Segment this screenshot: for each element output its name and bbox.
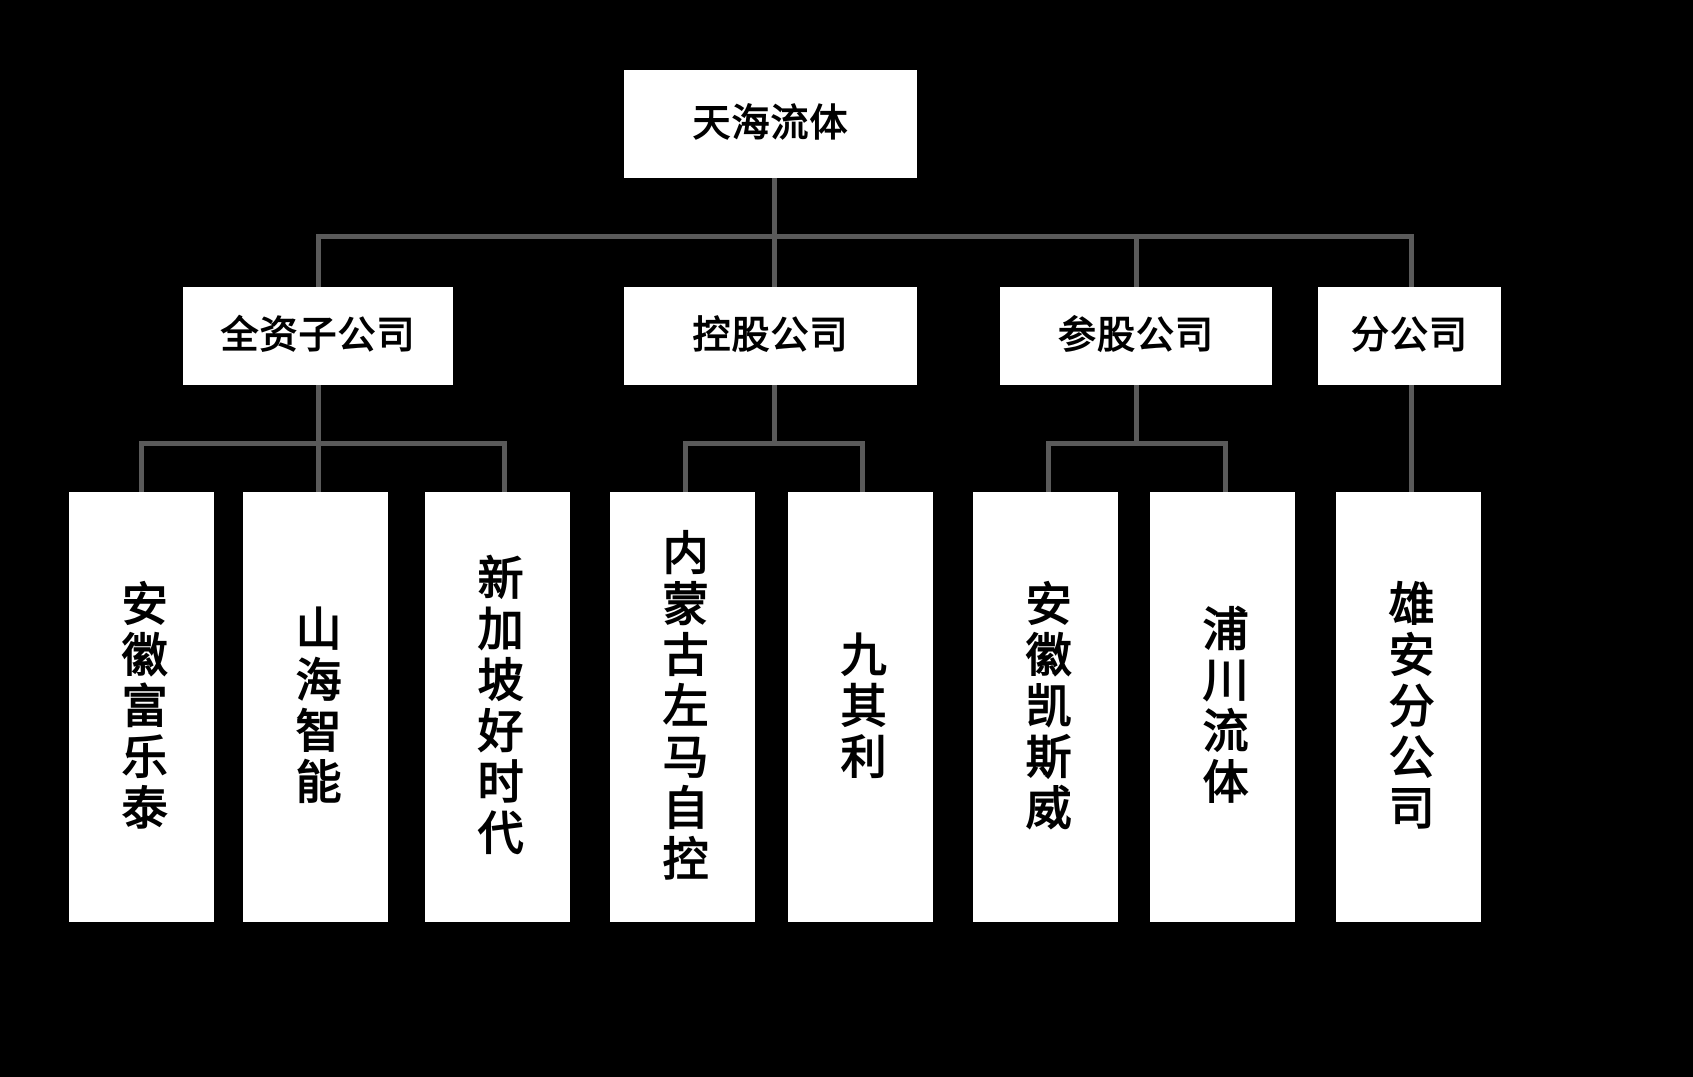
node-leaf-anhui-kaisiwei[interactable]: 安徽凯斯威 — [973, 492, 1118, 922]
connector-drop-leaf-1 — [139, 441, 144, 493]
node-leaf-jiuqili[interactable]: 九其利 — [788, 492, 933, 922]
connector-drop-category-1 — [316, 234, 321, 288]
connector-drop-leaf-5 — [860, 441, 865, 493]
connector-stem-category-4 — [1409, 385, 1414, 493]
node-leaf-shanhai-zhineng[interactable]: 山海智能 — [243, 492, 388, 922]
connector-stem-category-2 — [772, 385, 777, 443]
connector-stem-category-1 — [316, 385, 321, 443]
node-category-branch[interactable]: 分公司 — [1318, 287, 1501, 385]
connector-stem-category-3 — [1134, 385, 1139, 443]
connector-bus-category-3 — [1046, 441, 1228, 446]
node-leaf-label: 安徽富乐泰 — [114, 579, 169, 835]
node-leaf-label: 雄安分公司 — [1381, 579, 1436, 835]
node-leaf-label: 内蒙古左马自控 — [655, 528, 710, 886]
node-root-label: 天海流体 — [692, 101, 849, 146]
node-category-holding[interactable]: 控股公司 — [624, 287, 917, 385]
connector-root-stem — [772, 178, 777, 236]
node-category-equity-participation[interactable]: 参股公司 — [1000, 287, 1272, 385]
node-leaf-label: 浦川流体 — [1195, 605, 1250, 809]
connector-drop-leaf-3 — [502, 441, 507, 493]
node-leaf-puchuan-liuti[interactable]: 浦川流体 — [1150, 492, 1295, 922]
connector-drop-leaf-2 — [316, 441, 321, 493]
node-leaf-label: 山海智能 — [288, 605, 343, 809]
node-leaf-label: 九其利 — [833, 630, 888, 784]
connector-drop-leaf-4 — [683, 441, 688, 493]
connector-drop-category-2 — [772, 234, 777, 288]
connector-root-bus — [316, 234, 1412, 239]
node-leaf-xiongan-branch[interactable]: 雄安分公司 — [1336, 492, 1481, 922]
connector-drop-category-3 — [1134, 234, 1139, 288]
connector-drop-leaf-7 — [1223, 441, 1228, 493]
node-leaf-label: 安徽凯斯威 — [1018, 579, 1073, 835]
connector-bus-category-1 — [139, 441, 507, 446]
node-category-label: 控股公司 — [692, 313, 849, 358]
node-category-label: 分公司 — [1350, 313, 1468, 358]
node-leaf-neimenggu-zuoma-zikong[interactable]: 内蒙古左马自控 — [610, 492, 755, 922]
connector-drop-category-4 — [1409, 234, 1414, 288]
node-root[interactable]: 天海流体 — [624, 70, 917, 178]
node-leaf-label: 新加坡好时代 — [470, 554, 525, 860]
connector-drop-leaf-6 — [1046, 441, 1051, 493]
node-category-label: 全资子公司 — [220, 313, 416, 358]
node-category-label: 参股公司 — [1057, 313, 1214, 358]
connector-bus-category-2 — [683, 441, 865, 446]
node-leaf-anhui-fuletai[interactable]: 安徽富乐泰 — [69, 492, 214, 922]
node-category-wholly-owned[interactable]: 全资子公司 — [183, 287, 453, 385]
node-leaf-singapore-haoshidai[interactable]: 新加坡好时代 — [425, 492, 570, 922]
